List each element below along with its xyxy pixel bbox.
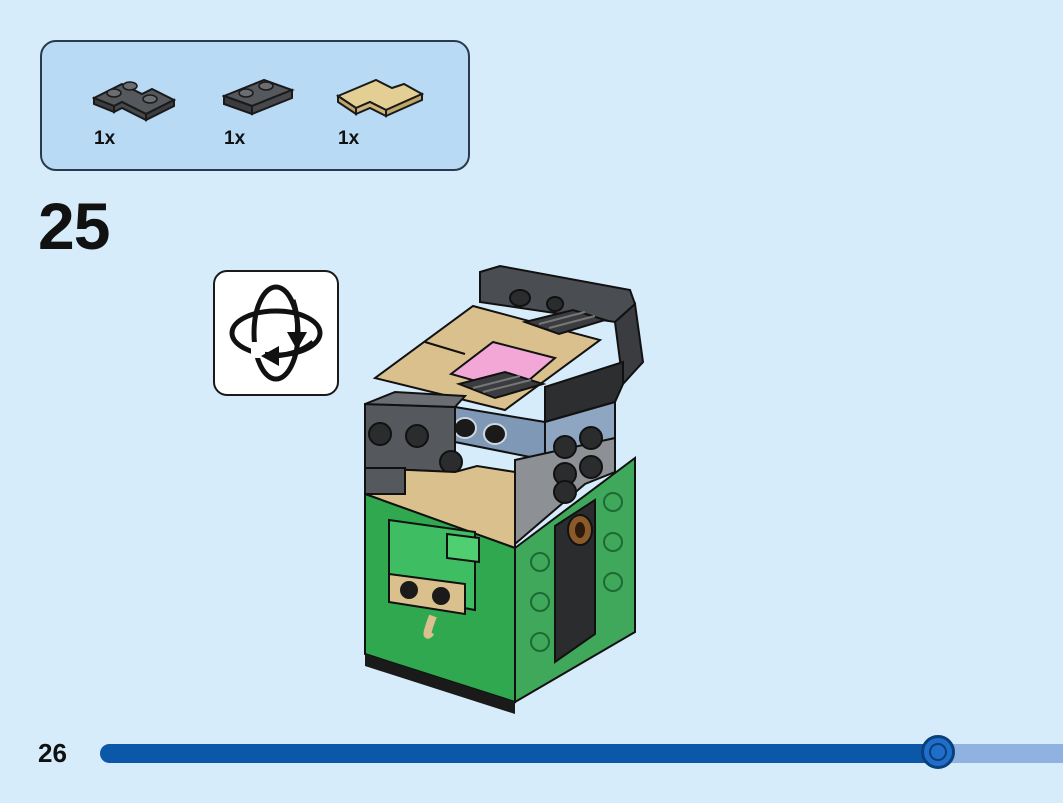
rotate-model-icon (229, 284, 323, 382)
part-quantity: 1x (224, 128, 246, 149)
part-item: 1x (92, 60, 178, 149)
dark-grey-1x2-plate-icon (222, 78, 295, 116)
part-quantity: 1x (338, 128, 360, 149)
rotate-model-button[interactable] (213, 270, 339, 396)
progress-fill (100, 744, 938, 763)
progress-knob[interactable] (920, 735, 955, 769)
brickheadz-figure-illustration (364, 264, 645, 714)
model-illustration (355, 262, 655, 722)
part-item: 1x (222, 60, 296, 149)
page-number: 26 (38, 738, 67, 768)
dark-grey-corner-plate-icon (92, 81, 177, 122)
part-item: 1x (336, 60, 426, 149)
parts-callout: 1x 1x 1x (40, 40, 470, 171)
tan-corner-tile-icon (336, 78, 425, 118)
progress-bar[interactable] (100, 735, 1063, 769)
step-number: 25 (38, 189, 110, 263)
part-quantity: 1x (94, 128, 116, 149)
